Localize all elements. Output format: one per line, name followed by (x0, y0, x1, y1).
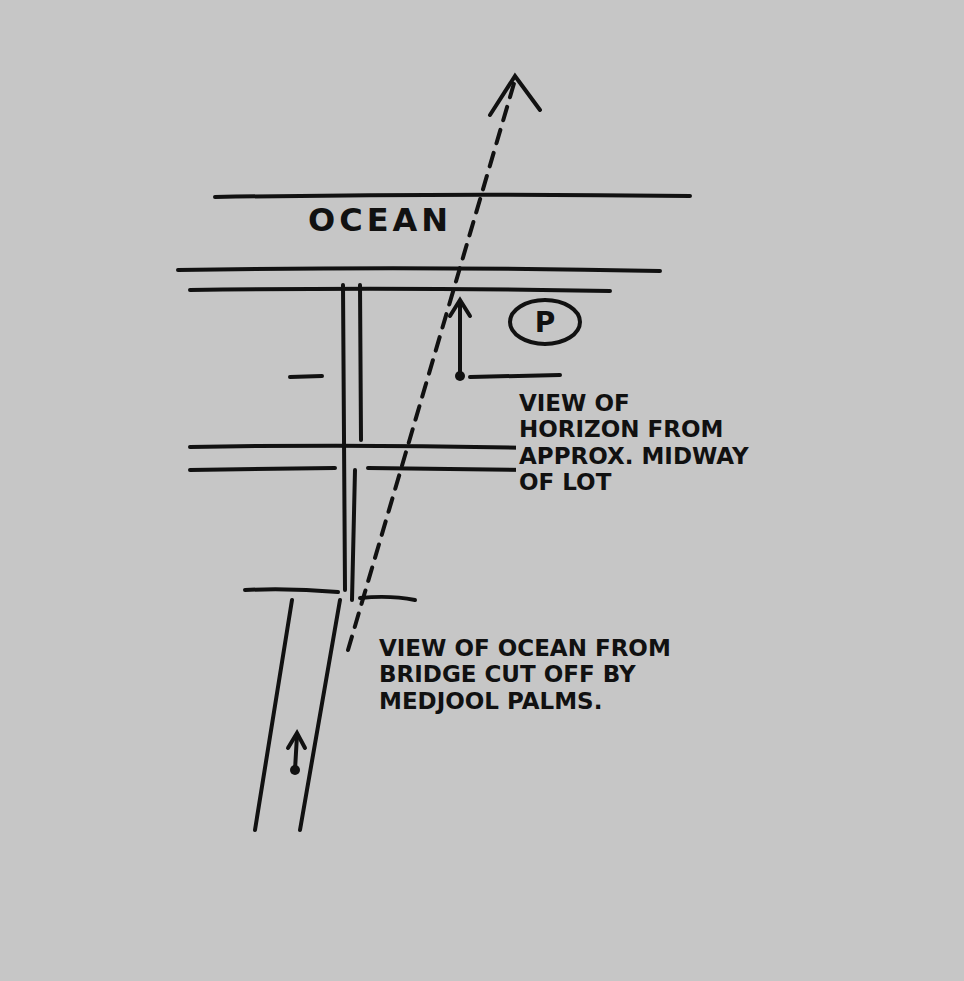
view-arrow (295, 735, 297, 770)
view-point (290, 765, 300, 775)
view-point (455, 371, 465, 381)
view-arrow (450, 300, 470, 316)
road-edge (343, 285, 345, 590)
sketch-note: VIEW OF OCEAN FROM BRIDGE CUT OFF BY MED… (376, 635, 702, 714)
road-edge (178, 268, 660, 271)
road-edge (352, 470, 355, 600)
shore-line (215, 195, 690, 197)
lot-line (290, 376, 322, 377)
area-label: OCEAN (305, 202, 455, 239)
road-edge (360, 285, 361, 440)
cross-street (368, 468, 530, 470)
view-arrow (458, 302, 462, 375)
bridge-road (300, 600, 340, 830)
lot-line (470, 375, 560, 377)
cross-street (190, 468, 335, 470)
road-edge (190, 289, 610, 291)
bridge-road (255, 600, 292, 830)
lot-line (360, 597, 415, 600)
sight-line (348, 80, 515, 650)
parking-circle: P (507, 297, 583, 347)
cross-street (190, 446, 532, 448)
sight-arrowhead (490, 76, 540, 115)
lot-line (245, 589, 338, 592)
view-arrow (288, 733, 305, 748)
node-text: P (507, 306, 583, 339)
sketch-note: VIEW OF HORIZON FROM APPROX. MIDWAY OF L… (516, 390, 758, 496)
